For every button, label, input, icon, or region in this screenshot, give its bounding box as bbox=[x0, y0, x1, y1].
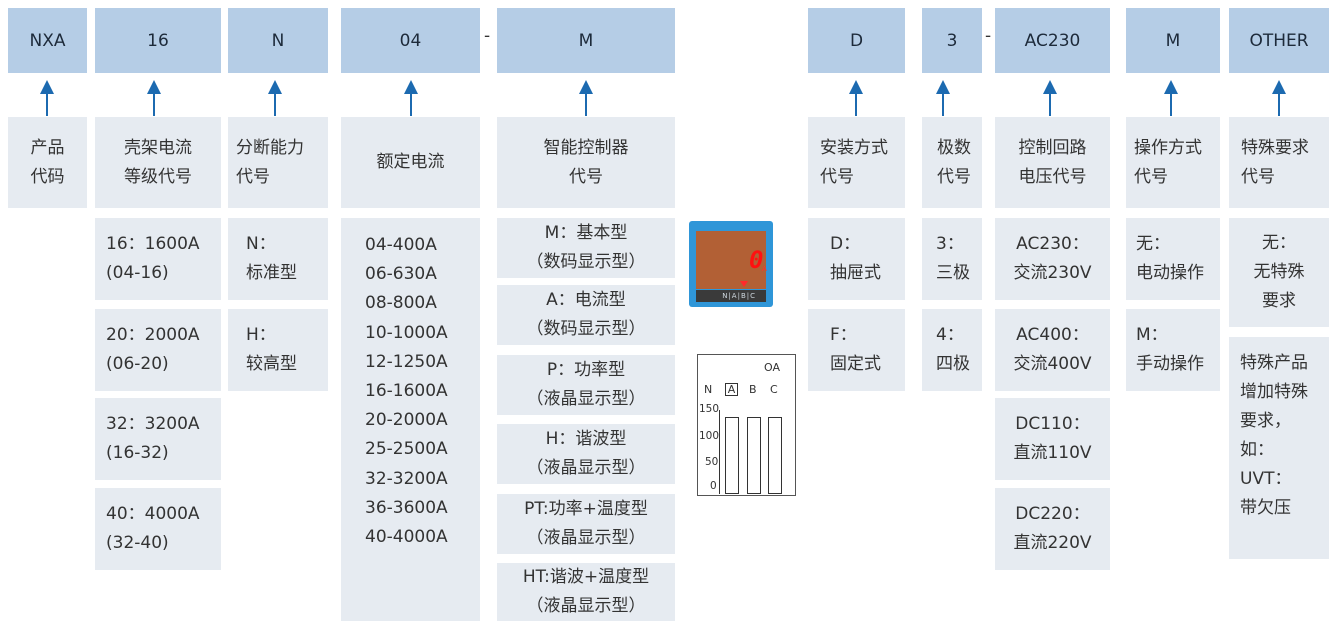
digital-display-icon: 0 A N|A|B|C bbox=[689, 221, 773, 307]
option-controller: HT:谐波+温度型（液晶显示型） bbox=[497, 563, 675, 621]
code-box-controller: M bbox=[497, 8, 675, 73]
rated-current-list: 04-400A 06-630A 08-800A 10-1000A 12-1250… bbox=[341, 218, 480, 621]
field-label-poles: 极数代号 bbox=[922, 117, 982, 208]
code-box-special: OTHER bbox=[1229, 8, 1329, 73]
field-label-control-voltage: 控制回路电压代号 bbox=[995, 117, 1110, 208]
field-label-operation: 操作方式代号 bbox=[1126, 117, 1220, 208]
option-poles: 3：三极 bbox=[922, 218, 982, 300]
list-item: 08-800A bbox=[365, 293, 437, 314]
option-control-voltage: AC230：交流230V bbox=[995, 218, 1110, 300]
field-label-special: 特殊要求代号 bbox=[1229, 117, 1329, 208]
separator-dash: - bbox=[985, 26, 992, 46]
list-item: 20-2000A bbox=[365, 410, 448, 431]
field-label-rated-current: 额定电流 bbox=[341, 117, 480, 208]
field-label-installation: 安装方式代号 bbox=[808, 117, 905, 208]
option-installation: F：固定式 bbox=[808, 309, 905, 391]
code-box-control-voltage: AC230 bbox=[995, 8, 1110, 73]
list-item: 40-4000A bbox=[365, 527, 448, 548]
code-box-poles: 3 bbox=[922, 8, 982, 73]
list-item: 04-400A bbox=[365, 235, 437, 255]
up-arrow-icon bbox=[1043, 80, 1057, 116]
option-frame-current: 20：2000A(06-20) bbox=[95, 309, 221, 391]
list-item: 36-3600A bbox=[365, 497, 448, 518]
option-breaking-capacity: N：标准型 bbox=[228, 218, 328, 300]
list-item: 10-1000A bbox=[365, 322, 448, 343]
code-box-frame-current: 16 bbox=[95, 8, 221, 73]
option-breaking-capacity: H：较高型 bbox=[228, 309, 328, 391]
separator-dash: - bbox=[484, 26, 491, 46]
up-arrow-icon bbox=[1164, 80, 1178, 116]
lcd-bargraph-display: OA N A B C 150 100 50 0 bbox=[697, 354, 796, 496]
option-controller: M：基本型（数码显示型） bbox=[497, 218, 675, 278]
up-arrow-icon bbox=[849, 80, 863, 116]
list-item: 06-630A bbox=[365, 264, 437, 285]
field-label-product: 产品代码 bbox=[8, 117, 87, 208]
option-control-voltage: DC220：直流220V bbox=[995, 488, 1110, 570]
list-item: 16-1600A bbox=[365, 381, 448, 402]
up-arrow-icon bbox=[1272, 80, 1286, 116]
up-arrow-icon bbox=[579, 80, 593, 116]
code-box-installation: D bbox=[808, 8, 905, 73]
option-control-voltage: DC110：直流110V bbox=[995, 398, 1110, 480]
option-controller: P：功率型（液晶显示型） bbox=[497, 355, 675, 415]
code-box-product: NXA bbox=[8, 8, 87, 73]
up-arrow-icon bbox=[40, 80, 54, 116]
option-frame-current: 32：3200A(16-32) bbox=[95, 398, 221, 480]
option-controller: PT:功率+温度型（液晶显示型） bbox=[497, 494, 675, 554]
option-special: 特殊产品增加特殊要求，如：UVT：带欠压 bbox=[1229, 337, 1329, 559]
list-item: 32-3200A bbox=[365, 468, 448, 489]
list-item: 25-2500A bbox=[365, 439, 448, 460]
option-control-voltage: AC400：交流400V bbox=[995, 309, 1110, 391]
option-controller: H：谐波型（液晶显示型） bbox=[497, 424, 675, 484]
code-box-operation: M bbox=[1126, 8, 1220, 73]
up-arrow-icon bbox=[936, 80, 950, 116]
option-installation: D：抽屉式 bbox=[808, 218, 905, 300]
option-controller: A：电流型（数码显示型） bbox=[497, 285, 675, 345]
option-frame-current: 16：1600A(04-16) bbox=[95, 218, 221, 300]
option-operation: M：手动操作 bbox=[1126, 309, 1220, 391]
field-label-controller: 智能控制器代号 bbox=[497, 117, 675, 208]
up-arrow-icon bbox=[404, 80, 418, 116]
code-box-breaking-capacity: N bbox=[228, 8, 328, 73]
option-operation: 无：电动操作 bbox=[1126, 218, 1220, 300]
field-label-frame-current: 壳架电流等级代号 bbox=[95, 117, 221, 208]
option-special: 无：无特殊要求 bbox=[1229, 218, 1329, 327]
list-item: 12-1250A bbox=[365, 351, 448, 372]
field-label-breaking-capacity: 分断能力代号 bbox=[228, 117, 328, 208]
option-poles: 4：四极 bbox=[922, 309, 982, 391]
up-arrow-icon bbox=[268, 80, 282, 116]
option-frame-current: 40：4000A(32-40) bbox=[95, 488, 221, 570]
up-arrow-icon bbox=[147, 80, 161, 116]
code-box-rated-current: 04 bbox=[341, 8, 480, 73]
